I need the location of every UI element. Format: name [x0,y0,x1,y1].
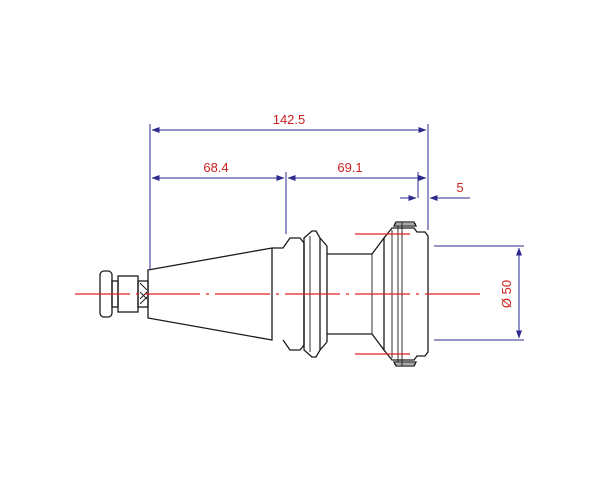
dim-label-offset: 5 [456,180,463,195]
dim-label-body: 69.1 [337,160,362,175]
dim-label-diameter: Ø 50 [499,280,514,308]
taper-shank [147,247,273,341]
dim-label-taper: 68.4 [203,160,228,175]
dimension-lines [149,124,524,341]
centerlines [75,233,482,355]
dim-label-overall: 142.5 [273,112,306,127]
dimension-labels: 142.5 68.4 69.1 5 Ø 50 [203,112,514,308]
